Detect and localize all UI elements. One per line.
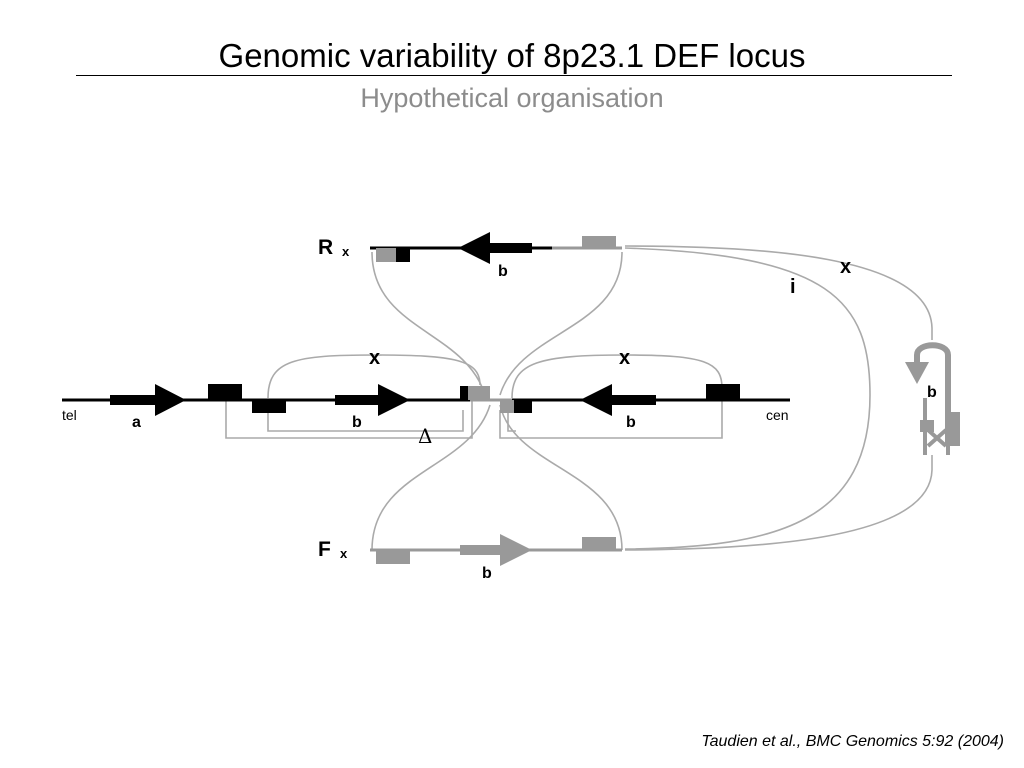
arrow-a-shaft <box>110 395 160 405</box>
label-x-left: x <box>369 347 380 369</box>
bracket-outer-left <box>225 400 473 439</box>
curve-rx-right <box>499 251 623 396</box>
citation: Taudien et al., BMC Genomics 5:92 (2004) <box>701 733 1004 750</box>
curve-fx-right <box>499 404 623 551</box>
junction-block-gray-1 <box>468 386 490 400</box>
inversion-loop <box>905 328 960 470</box>
curve-x-left <box>267 354 481 399</box>
connector-curves <box>225 245 933 551</box>
rx-block-black-left <box>396 248 410 262</box>
loop-arc <box>914 342 951 418</box>
rx-row <box>370 232 622 264</box>
arrow-b-right-head <box>580 384 612 416</box>
junction-block-gray-2 <box>500 400 514 413</box>
label-fx-x: x <box>340 546 348 561</box>
curve-fx-outer <box>624 469 933 551</box>
label-b-top: b <box>498 263 508 280</box>
curve-fx-left <box>371 404 491 551</box>
rx-block-gray-right <box>582 236 616 249</box>
main-block-2 <box>252 400 286 413</box>
fx-arrow-shaft <box>460 545 504 555</box>
fx-block-left <box>376 550 410 564</box>
curve-rx-left <box>371 251 486 396</box>
arrow-a-head <box>155 384 186 416</box>
arrow-b-mid-shaft <box>335 395 380 405</box>
junction-block-black-2 <box>514 400 532 413</box>
label-rx-x: x <box>342 244 350 259</box>
loop-arrow-head <box>905 362 929 384</box>
label-rx-R: R <box>318 236 333 259</box>
arrow-b-mid-head <box>378 384 410 416</box>
fx-row <box>370 534 622 566</box>
arrow-b-right-shaft <box>608 395 656 405</box>
rx-arrow-head-left <box>458 232 490 264</box>
label-a: a <box>132 414 141 431</box>
label-i-outer: i <box>790 276 796 298</box>
curve-i-outer <box>624 247 871 550</box>
bracket-inner-right-stub <box>507 410 516 432</box>
curve-x-outer <box>624 245 933 329</box>
loop-block-left <box>920 420 934 432</box>
title-divider <box>76 75 952 76</box>
bracket-outer-right <box>499 400 723 439</box>
main-block-1 <box>208 384 242 400</box>
label-b-bottom: b <box>482 565 492 582</box>
fx-arrow-head <box>500 534 532 566</box>
main-block-3 <box>706 384 740 400</box>
rx-arrow-shaft <box>488 243 532 253</box>
page-title: Genomic variability of 8p23.1 DEF locus <box>218 37 806 74</box>
label-b-right: b <box>626 414 636 431</box>
label-delta: Δ <box>418 424 432 448</box>
label-b-loop: b <box>927 384 937 401</box>
junction-block-black-1 <box>460 386 470 400</box>
label-cen: cen <box>766 407 789 423</box>
loop-crossover <box>926 428 948 448</box>
rx-block-gray-left <box>376 248 398 262</box>
loop-block-right <box>945 412 960 446</box>
curve-x-right <box>511 354 723 399</box>
label-b-mid: b <box>352 414 362 431</box>
label-x-right: x <box>619 347 630 369</box>
label-x-outer: x <box>840 256 851 278</box>
main-row <box>62 384 790 416</box>
page-subtitle: Hypothetical organisation <box>360 83 664 113</box>
fx-block-right <box>582 537 616 550</box>
bracket-inner-left <box>267 410 464 432</box>
label-tel: tel <box>62 407 77 423</box>
label-fx-F: F <box>318 538 331 561</box>
